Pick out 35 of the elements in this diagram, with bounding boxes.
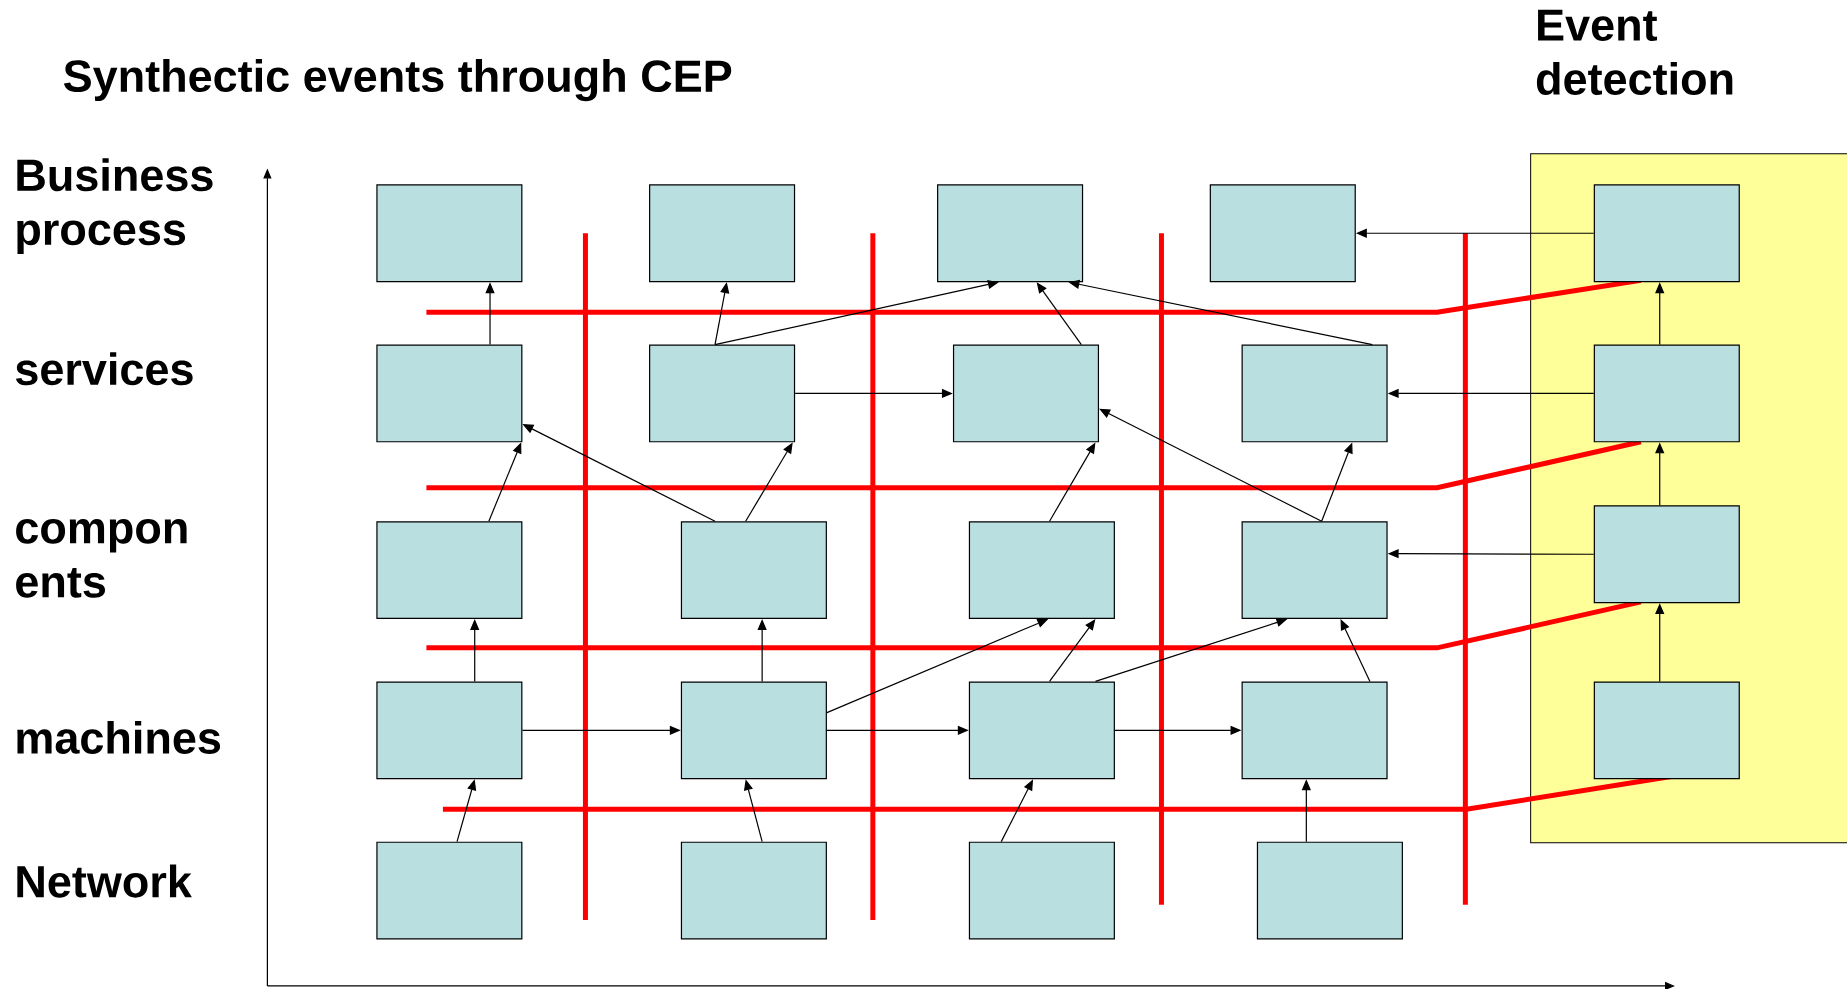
event-box bbox=[1593, 505, 1740, 604]
arrow bbox=[1099, 408, 1323, 522]
event-box bbox=[1593, 184, 1740, 283]
event-box bbox=[649, 184, 796, 283]
event-box bbox=[680, 841, 827, 940]
event-box bbox=[968, 681, 1115, 780]
event-box bbox=[376, 841, 523, 940]
title: Synthectic events through CEP bbox=[63, 59, 732, 102]
event-box bbox=[680, 681, 827, 780]
arrow bbox=[1340, 619, 1371, 683]
row-label: Network bbox=[17, 864, 192, 898]
event-box bbox=[952, 344, 1100, 443]
row-label: Business process bbox=[17, 158, 213, 255]
row-label: services bbox=[15, 352, 193, 386]
row-label: machines bbox=[17, 720, 221, 754]
arrow bbox=[1036, 282, 1082, 346]
event-box bbox=[376, 344, 523, 443]
event-box bbox=[1209, 184, 1356, 283]
event-box bbox=[1593, 344, 1740, 443]
row-label: compon ents bbox=[16, 519, 187, 598]
event-box bbox=[968, 521, 1115, 619]
event-box bbox=[1241, 681, 1388, 780]
event-box bbox=[376, 184, 523, 283]
event-box bbox=[968, 841, 1115, 940]
arrow bbox=[1048, 619, 1096, 683]
event-box bbox=[680, 521, 827, 619]
event-box bbox=[937, 184, 1084, 283]
node-label: Event detection bbox=[1536, 9, 1733, 96]
event-box bbox=[1593, 681, 1740, 780]
event-box bbox=[376, 521, 523, 619]
event-box bbox=[1256, 841, 1403, 940]
event-box bbox=[1241, 521, 1388, 619]
event-box bbox=[1241, 344, 1388, 443]
event-box bbox=[376, 681, 523, 780]
event-box bbox=[649, 344, 796, 443]
